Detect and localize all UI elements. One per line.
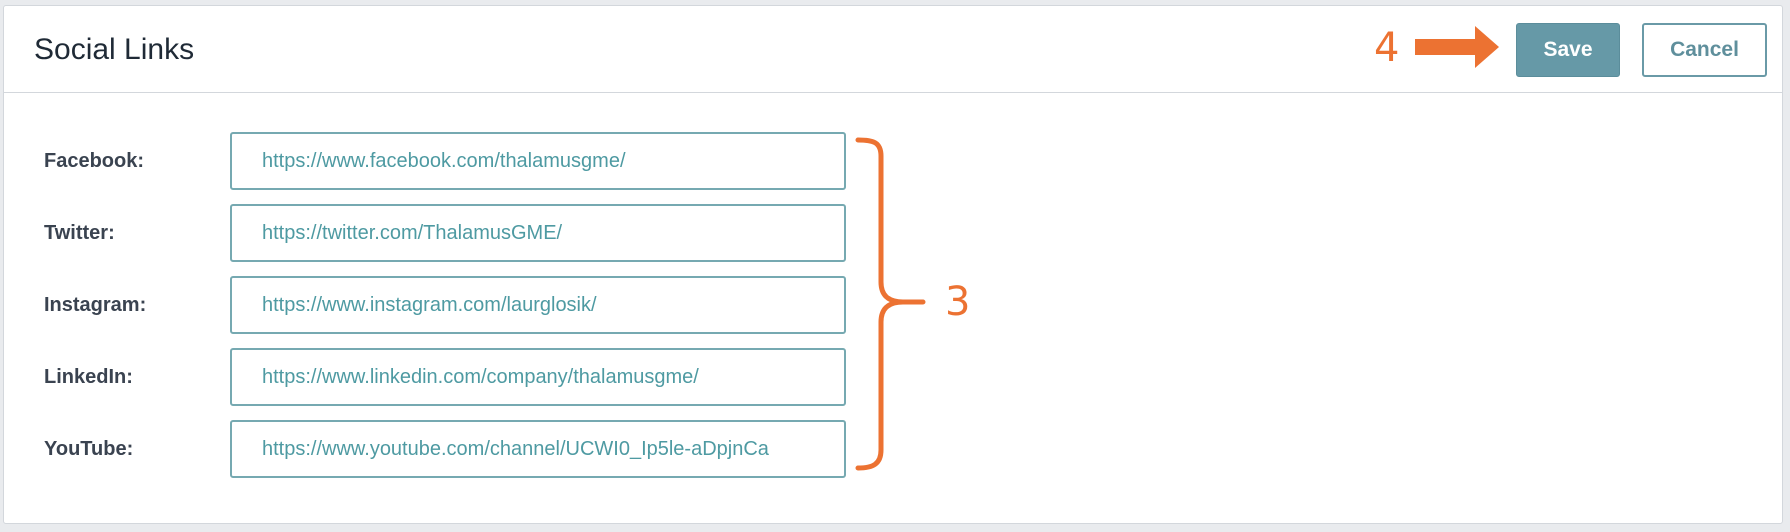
panel-header: Social Links Save Cancel xyxy=(4,6,1782,93)
step-3-annotation: 3 xyxy=(945,279,971,325)
page-title: Social Links xyxy=(34,33,195,66)
linkedin-row: LinkedIn: xyxy=(4,348,904,406)
bracket-icon xyxy=(855,137,926,471)
youtube-input[interactable] xyxy=(230,420,846,478)
arrow-right-icon xyxy=(1415,26,1499,68)
save-button[interactable]: Save xyxy=(1516,23,1620,77)
youtube-row: YouTube: xyxy=(4,420,904,478)
twitter-row: Twitter: xyxy=(4,204,904,262)
twitter-label: Twitter: xyxy=(44,222,115,244)
facebook-input[interactable] xyxy=(230,132,846,190)
instagram-label: Instagram: xyxy=(44,294,147,316)
facebook-row: Facebook: xyxy=(4,132,904,190)
instagram-row: Instagram: xyxy=(4,276,904,334)
social-links-panel: Social Links Save Cancel Facebook: Twitt… xyxy=(3,5,1783,524)
facebook-label: Facebook: xyxy=(44,150,145,172)
instagram-input[interactable] xyxy=(230,276,846,334)
linkedin-label: LinkedIn: xyxy=(44,366,133,388)
linkedin-input[interactable] xyxy=(230,348,846,406)
step-4-annotation: 4 xyxy=(1374,25,1400,71)
twitter-input[interactable] xyxy=(230,204,846,262)
youtube-label: YouTube: xyxy=(44,438,134,460)
cancel-button[interactable]: Cancel xyxy=(1642,23,1767,77)
